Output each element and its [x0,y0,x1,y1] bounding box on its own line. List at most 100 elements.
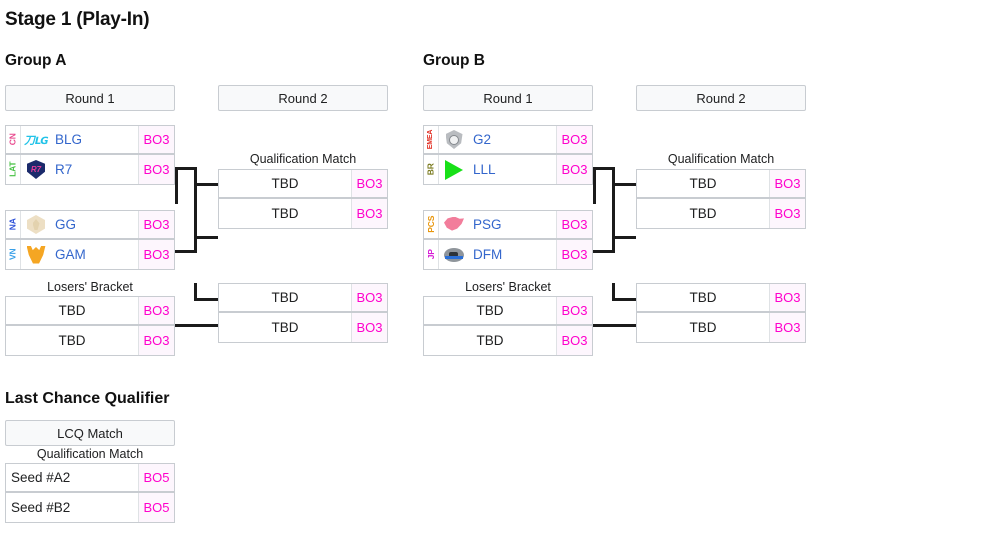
region-code: VN [7,248,18,261]
group-a-r1-match-2[interactable]: NA GG BO3 VN GAM BO3 [5,210,175,270]
group-a-round1-header: Round 1 [5,85,175,111]
group-a-r1-match-1[interactable]: CN 刀LG BLG BO3 LAT R7 R7 BO3 [5,125,175,185]
match-format: BO3 [556,240,592,269]
match-row[interactable]: TBD BO3 [637,170,805,199]
group-b-losers-caption: Losers' Bracket [465,280,551,294]
connector [612,236,636,239]
region-flag: PCS [424,211,439,238]
lcq-qualification-match[interactable]: Seed #A2 BO5 Seed #B2 BO5 [5,463,175,523]
team-row[interactable]: LAT R7 R7 BO3 [6,155,174,184]
team-row[interactable]: BR LLL BO3 [424,155,592,184]
match-row[interactable]: TBD BO3 [219,284,387,313]
match-format: BO3 [769,284,805,311]
match-format: BO5 [138,464,174,491]
team-name[interactable]: PSG [473,217,502,232]
team-row[interactable]: EMEA G2 BO3 [424,126,592,155]
region-flag: JP [424,240,439,269]
connector [194,298,218,301]
team-name[interactable]: R7 [55,162,73,177]
match-format: BO3 [138,126,174,153]
team-name: TBD [689,320,717,335]
match-row[interactable]: TBD BO3 [219,313,387,342]
team-row[interactable]: PCS PSG BO3 [424,211,592,240]
match-format: BO3 [138,211,174,238]
match-format: BO3 [769,313,805,342]
group-b-qualification-match[interactable]: TBD BO3 TBD BO3 [636,169,806,229]
connector [612,167,615,253]
region-flag: LAT [6,155,21,184]
gam-logo [21,240,51,269]
match-row[interactable]: TBD BO3 [637,313,805,342]
group-a-losers-match[interactable]: TBD BO3 TBD BO3 [5,296,175,356]
gg-logo [21,211,51,238]
match-row[interactable]: Seed #A2 BO5 [6,464,174,493]
team-name[interactable]: G2 [473,132,492,147]
team-row[interactable]: NA GG BO3 [6,211,174,240]
connector [593,324,636,327]
connector [593,250,615,253]
team-row[interactable]: JP DFM BO3 [424,240,592,269]
match-row[interactable]: TBD BO3 [637,284,805,313]
match-format: BO3 [769,170,805,197]
lcq-title: Last Chance Qualifier [5,390,170,407]
match-row[interactable]: Seed #B2 BO5 [6,493,174,522]
region-flag: EMEA [424,126,439,153]
team-name[interactable]: GAM [55,247,86,262]
match-format: BO3 [138,155,174,184]
team-name: TBD [271,176,299,191]
blg-logo: 刀LG [23,133,49,147]
group-b-r1-match-1[interactable]: EMEA G2 BO3 BR LLL BO3 [423,125,593,185]
team-name[interactable]: GG [55,217,77,232]
match-format: BO3 [351,170,387,197]
region-code: EMEA [427,129,435,150]
connector [612,183,636,186]
connector [593,167,615,170]
match-format: BO3 [556,326,592,355]
region-flag: NA [6,211,21,238]
match-format: BO3 [556,211,592,238]
connector [175,167,197,170]
team-name: TBD [271,320,299,335]
group-a-qualification-match[interactable]: TBD BO3 TBD BO3 [218,169,388,229]
page-title: Stage 1 (Play-In) [5,9,150,30]
group-a-losers-r2-match[interactable]: TBD BO3 TBD BO3 [218,283,388,343]
lcq-qualification-caption: Qualification Match [36,447,144,461]
team-name: TBD [689,290,717,305]
match-format: BO3 [556,155,592,184]
connector [175,167,178,204]
group-b-r1-match-2[interactable]: PCS PSG BO3 JP DFM BO3 [423,210,593,270]
group-b-round2-header: Round 2 [636,85,806,111]
connector [175,250,197,253]
team-row[interactable]: CN 刀LG BLG BO3 [6,126,174,155]
region-code: LAT [7,161,18,178]
connector [612,298,636,301]
team-name[interactable]: LLL [473,162,496,177]
team-name[interactable]: DFM [473,247,503,262]
team-name: TBD [271,206,299,221]
lcq-match-header: LCQ Match [5,420,175,446]
match-row[interactable]: TBD BO3 [424,297,592,326]
match-row[interactable]: TBD BO3 [6,326,174,355]
connector [194,236,218,239]
group-a-qualification-caption: Qualification Match [249,152,357,166]
match-format: BO3 [769,199,805,228]
connector [194,167,197,253]
team-name[interactable]: BLG [55,132,83,147]
team-row[interactable]: VN GAM BO3 [6,240,174,269]
match-row[interactable]: TBD BO3 [219,170,387,199]
dfm-logo [439,240,469,269]
match-row[interactable]: TBD BO3 [6,297,174,326]
match-row[interactable]: TBD BO3 [637,199,805,228]
group-b-losers-r2-match[interactable]: TBD BO3 TBD BO3 [636,283,806,343]
group-b-title: Group B [423,52,485,69]
group-a-title: Group A [5,52,67,69]
team-name: TBD [58,333,86,348]
team-name: TBD [58,303,86,318]
region-code: NA [7,218,18,231]
match-row[interactable]: TBD BO3 [219,199,387,228]
region-flag: BR [424,155,439,184]
match-row[interactable]: TBD BO3 [424,326,592,355]
team-name: TBD [271,290,299,305]
team-name: TBD [689,176,717,191]
group-b-losers-match[interactable]: TBD BO3 TBD BO3 [423,296,593,356]
